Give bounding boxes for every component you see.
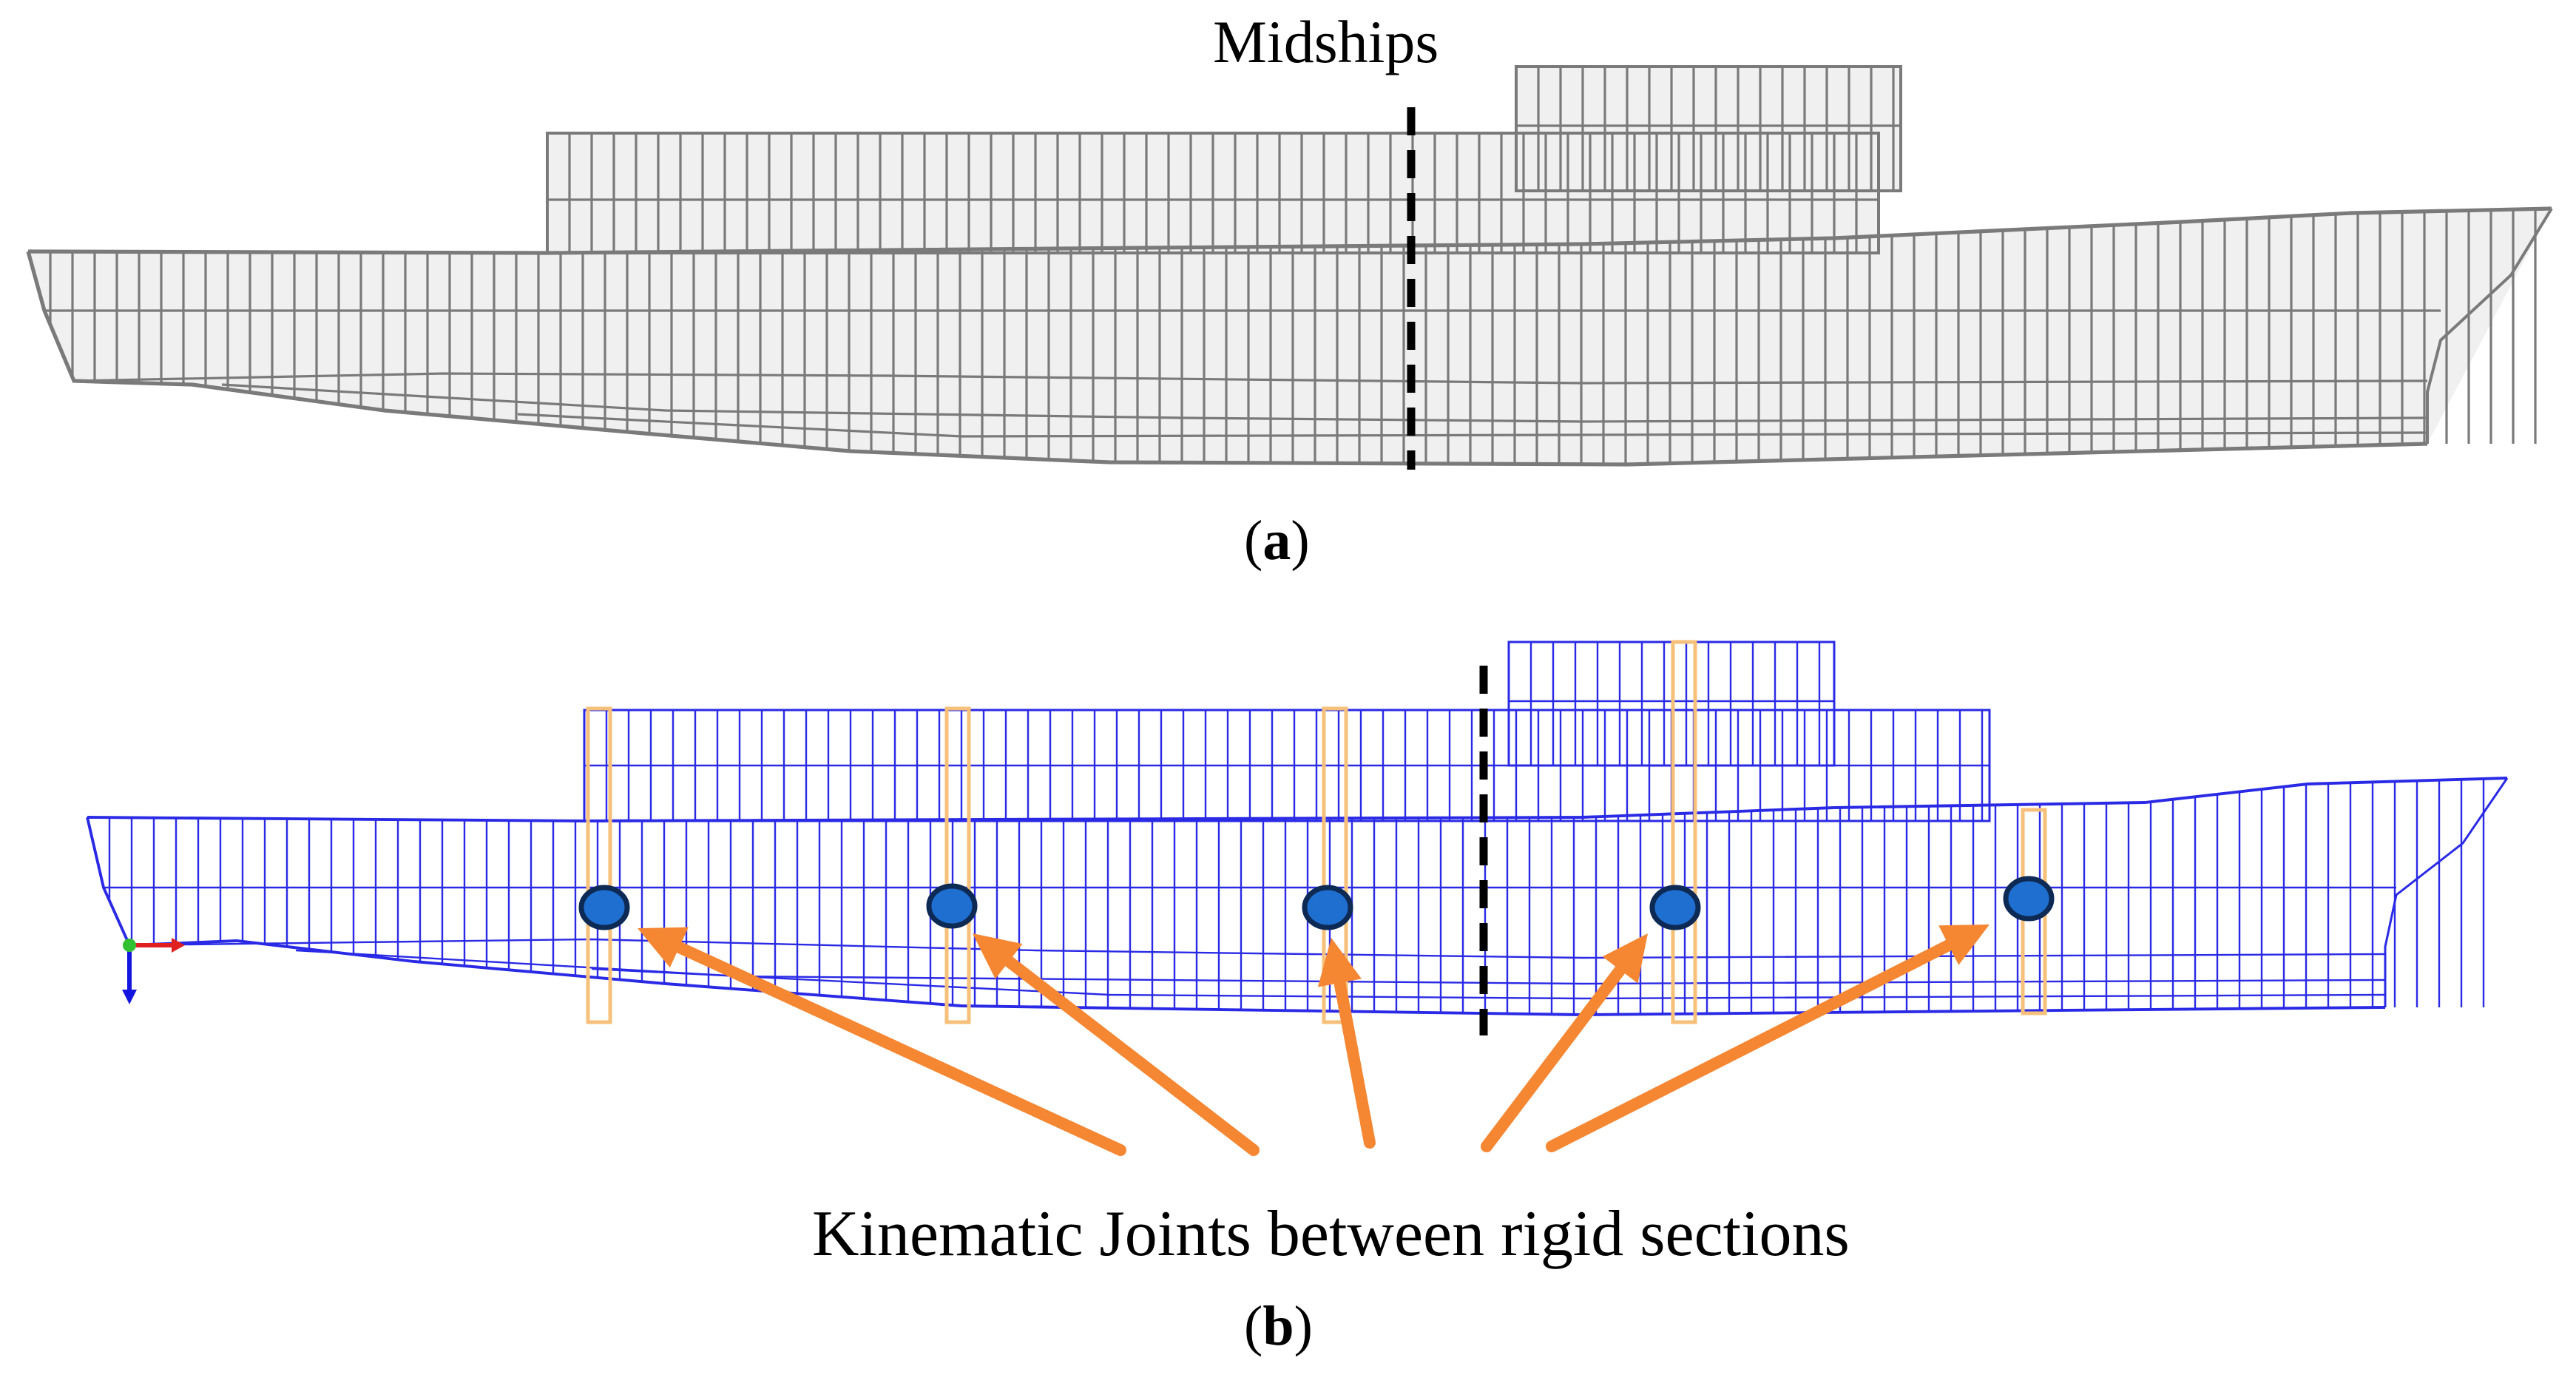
arrow-head [1938, 925, 1990, 965]
panel-b-segmented-model [86, 640, 2509, 1156]
waterline [517, 413, 2428, 438]
superstructure-fill [1516, 67, 1901, 191]
joint-arrows [638, 925, 1990, 1156]
hull-mesh-a [26, 65, 2553, 467]
arrow-head [638, 927, 689, 968]
keel-line [26, 251, 2428, 467]
hull-fill [28, 209, 2552, 464]
joint-bands [586, 640, 2047, 1024]
arrow-shaft [1333, 976, 1376, 1149]
joint-band [586, 706, 612, 1024]
arrow-shaft [1003, 955, 1260, 1156]
joint-band [1322, 706, 1348, 1024]
arrow-head [1317, 938, 1362, 987]
hull-fill-a [28, 67, 2552, 464]
deck-line [87, 777, 2508, 822]
caption-a: (a) [1244, 510, 1310, 572]
arrow-head [973, 933, 1023, 979]
arrow-head [1602, 933, 1648, 984]
kinematic-joints [578, 876, 2055, 930]
joint-band [944, 706, 971, 1024]
arrow-shaft [1546, 939, 1955, 1152]
joint-3 [1302, 885, 1353, 930]
superstructure-outline [1515, 65, 1902, 192]
bow-line [2426, 207, 2553, 444]
arrow-shaft [673, 941, 1126, 1156]
joint-5 [2003, 876, 2055, 922]
kinematic-joints-label: Kinematic Joints between rigid sections [812, 1198, 1850, 1270]
panel-a-structural-model [26, 65, 2553, 470]
waterline [129, 938, 2386, 959]
joint-1 [578, 885, 630, 930]
arrow-shaft [1481, 964, 1626, 1152]
waterline [73, 372, 2428, 385]
bow-line [2384, 777, 2509, 1007]
caption-b: (b) [1244, 1295, 1313, 1357]
deck-line [27, 206, 2552, 255]
hull-mesh-b [86, 641, 2509, 1016]
waterline [221, 383, 2428, 423]
joint-4 [1649, 885, 1701, 930]
midships-label: Midships [1213, 8, 1439, 75]
coordinate-axes-icon [122, 938, 185, 1004]
keel-line [86, 817, 2386, 1016]
waterline [295, 949, 2386, 985]
superstructure-outline [546, 132, 1880, 254]
joint-2 [926, 883, 978, 929]
joint-band [1671, 640, 1697, 1024]
